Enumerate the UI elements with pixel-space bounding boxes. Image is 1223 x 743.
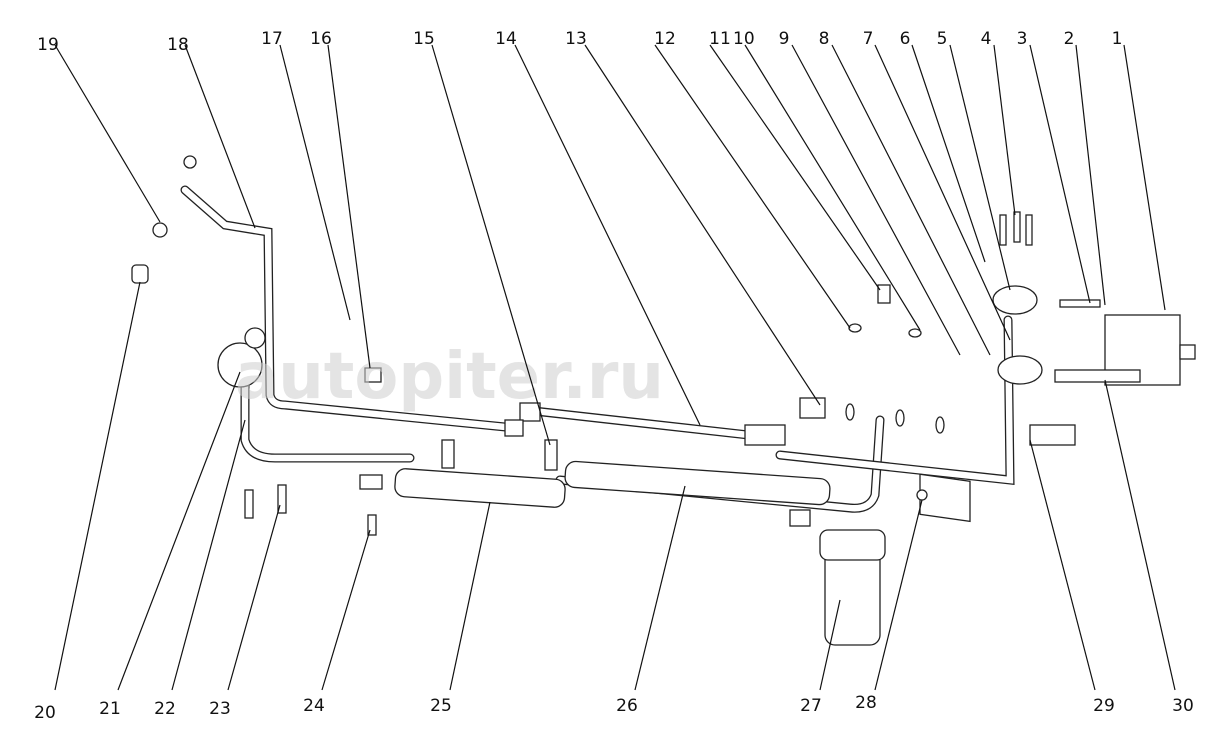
- callout-19: 19: [37, 35, 59, 55]
- callout-11: 11: [709, 29, 731, 49]
- fitting-29: [1029, 424, 1076, 446]
- bracket-10: [919, 473, 971, 523]
- bolt-6a: [999, 214, 1007, 246]
- callout-30: 30: [1172, 696, 1194, 716]
- block-4: [992, 285, 1038, 315]
- hose-26: [564, 460, 831, 506]
- union-13: [799, 397, 826, 419]
- callout-26: 26: [616, 696, 638, 716]
- callout-18: 18: [167, 35, 189, 55]
- top-callouts: 19 18 17 16 15 14 13 12 11 10 9 8 7 6 5 …: [37, 29, 1122, 55]
- callout-24: 24: [303, 696, 325, 716]
- callout-14: 14: [495, 29, 517, 49]
- bolt-24: [367, 514, 377, 536]
- seal-12: [845, 403, 855, 421]
- bolt-30: [1054, 369, 1141, 383]
- hose-25: [394, 468, 566, 508]
- callout-1: 1: [1112, 29, 1123, 49]
- fitting-21: [217, 342, 263, 388]
- pipe-14: [520, 405, 780, 443]
- nut-18: [504, 419, 524, 437]
- fitting-21-nut: [244, 327, 266, 349]
- callout-4: 4: [981, 29, 992, 49]
- bolt-6b: [1013, 211, 1021, 243]
- callout-8: 8: [819, 29, 830, 49]
- callout-28: 28: [855, 693, 877, 713]
- callout-5: 5: [937, 29, 948, 49]
- callout-22: 22: [154, 699, 176, 719]
- bolt-3: [1059, 299, 1101, 308]
- clamp-16: [364, 367, 382, 383]
- filter-head: [819, 529, 886, 561]
- nut-28: [916, 489, 928, 501]
- callout-27: 27: [800, 696, 822, 716]
- callout-17: 17: [261, 29, 283, 49]
- bolt-11: [877, 284, 891, 304]
- callout-10: 10: [733, 29, 755, 49]
- callout-3: 3: [1017, 29, 1028, 49]
- callout-7: 7: [863, 29, 874, 49]
- clip-15: [544, 439, 558, 471]
- washer-12: [848, 323, 862, 333]
- clip-15a: [441, 439, 455, 469]
- bolt-23a: [244, 489, 254, 519]
- callout-12: 12: [654, 29, 676, 49]
- plug-20: [131, 264, 149, 284]
- clamp-24a: [359, 474, 383, 490]
- washer-19a: [183, 155, 197, 169]
- callout-15: 15: [413, 29, 435, 49]
- pipe-22: [240, 355, 415, 463]
- washer-19: [152, 222, 168, 238]
- bolt-23: [277, 484, 287, 514]
- seal-9: [935, 416, 945, 434]
- pump-shaft: [1179, 344, 1196, 360]
- watermark: autopiter.ru: [235, 340, 664, 414]
- callout-29: 29: [1093, 696, 1115, 716]
- clamp-26a: [789, 509, 811, 527]
- callout-16: 16: [310, 29, 332, 49]
- callout-13: 13: [565, 29, 587, 49]
- bolt-6c: [1025, 214, 1033, 246]
- leader-lines: [54, 44, 1176, 691]
- callout-20: 20: [34, 703, 56, 723]
- callout-9: 9: [779, 29, 790, 49]
- washer-10: [908, 328, 922, 338]
- bottom-callouts: 20 21 22 23 24 25 26 27 28 29 30: [34, 693, 1194, 723]
- block-7: [997, 355, 1043, 385]
- pipe-18: [180, 185, 520, 433]
- callout-23: 23: [209, 699, 231, 719]
- callout-21: 21: [99, 699, 121, 719]
- seal-12b: [895, 409, 905, 427]
- nut-14: [744, 424, 786, 446]
- callout-25: 25: [430, 696, 452, 716]
- callout-6: 6: [900, 29, 911, 49]
- callout-2: 2: [1064, 29, 1075, 49]
